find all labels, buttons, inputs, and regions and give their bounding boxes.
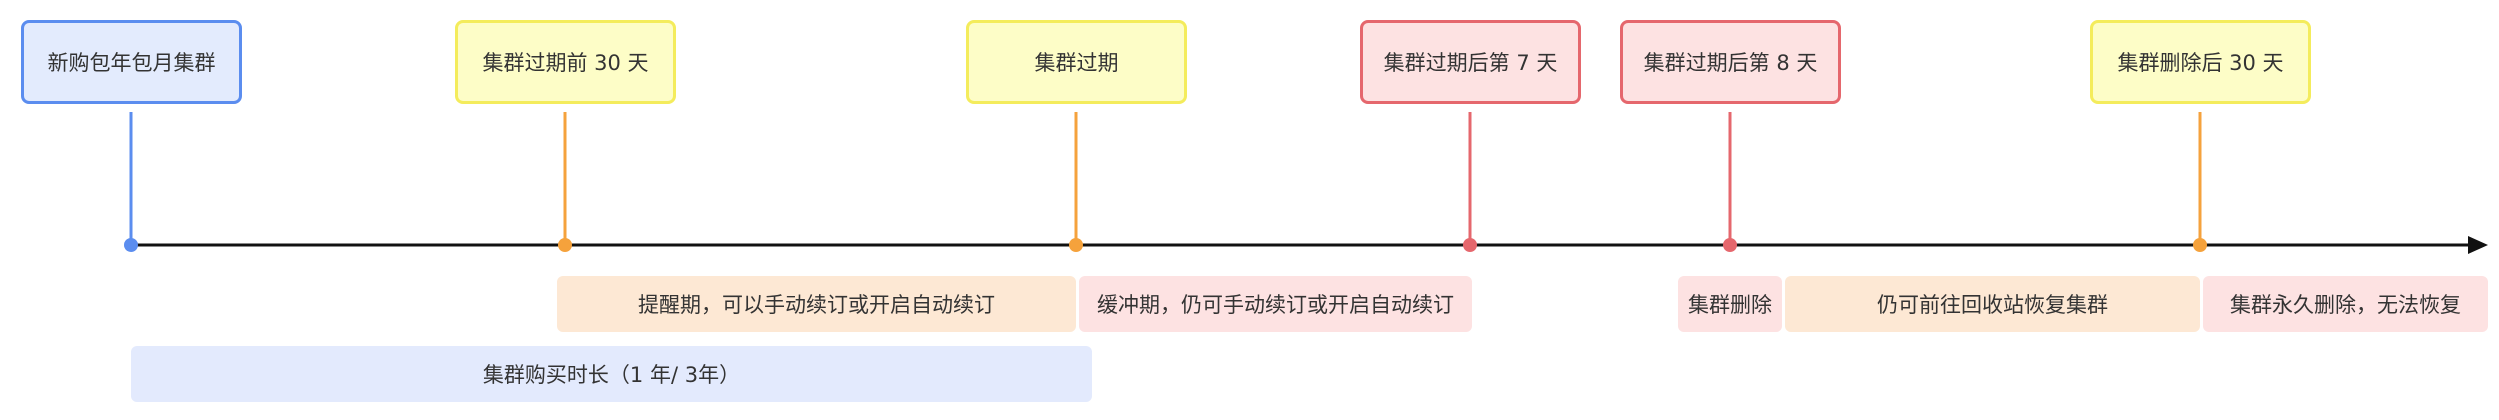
dot-expire	[1069, 238, 1083, 252]
period-buffer: 缓冲期，仍可手动续订或开启自动续订	[1079, 276, 1472, 332]
period-purchase-duration: 集群购买时长（1 年/ 3年）	[131, 346, 1092, 402]
dot-expire-7	[1463, 238, 1477, 252]
period-permanent-delete: 集群永久删除，无法恢复	[2203, 276, 2488, 332]
dot-delete-30	[2193, 238, 2207, 252]
milestone-expire: 集群过期	[966, 20, 1187, 104]
dot-purchase	[124, 238, 138, 252]
period-recycle-bin: 仍可前往回收站恢复集群	[1785, 276, 2200, 332]
period-reminder: 提醒期，可以手动续订或开启自动续订	[557, 276, 1076, 332]
milestone-pre-expire-30: 集群过期前 30 天	[455, 20, 676, 104]
milestone-purchase: 新购包年包月集群	[21, 20, 242, 104]
timeline-arrowhead	[2468, 236, 2488, 254]
period-cluster-deleted: 集群删除	[1678, 276, 1782, 332]
dot-expire-8	[1723, 238, 1737, 252]
milestone-expire-7: 集群过期后第 7 天	[1360, 20, 1581, 104]
milestone-delete-30: 集群删除后 30 天	[2090, 20, 2311, 104]
milestone-expire-8: 集群过期后第 8 天	[1620, 20, 1841, 104]
dot-pre-expire-30	[558, 238, 572, 252]
